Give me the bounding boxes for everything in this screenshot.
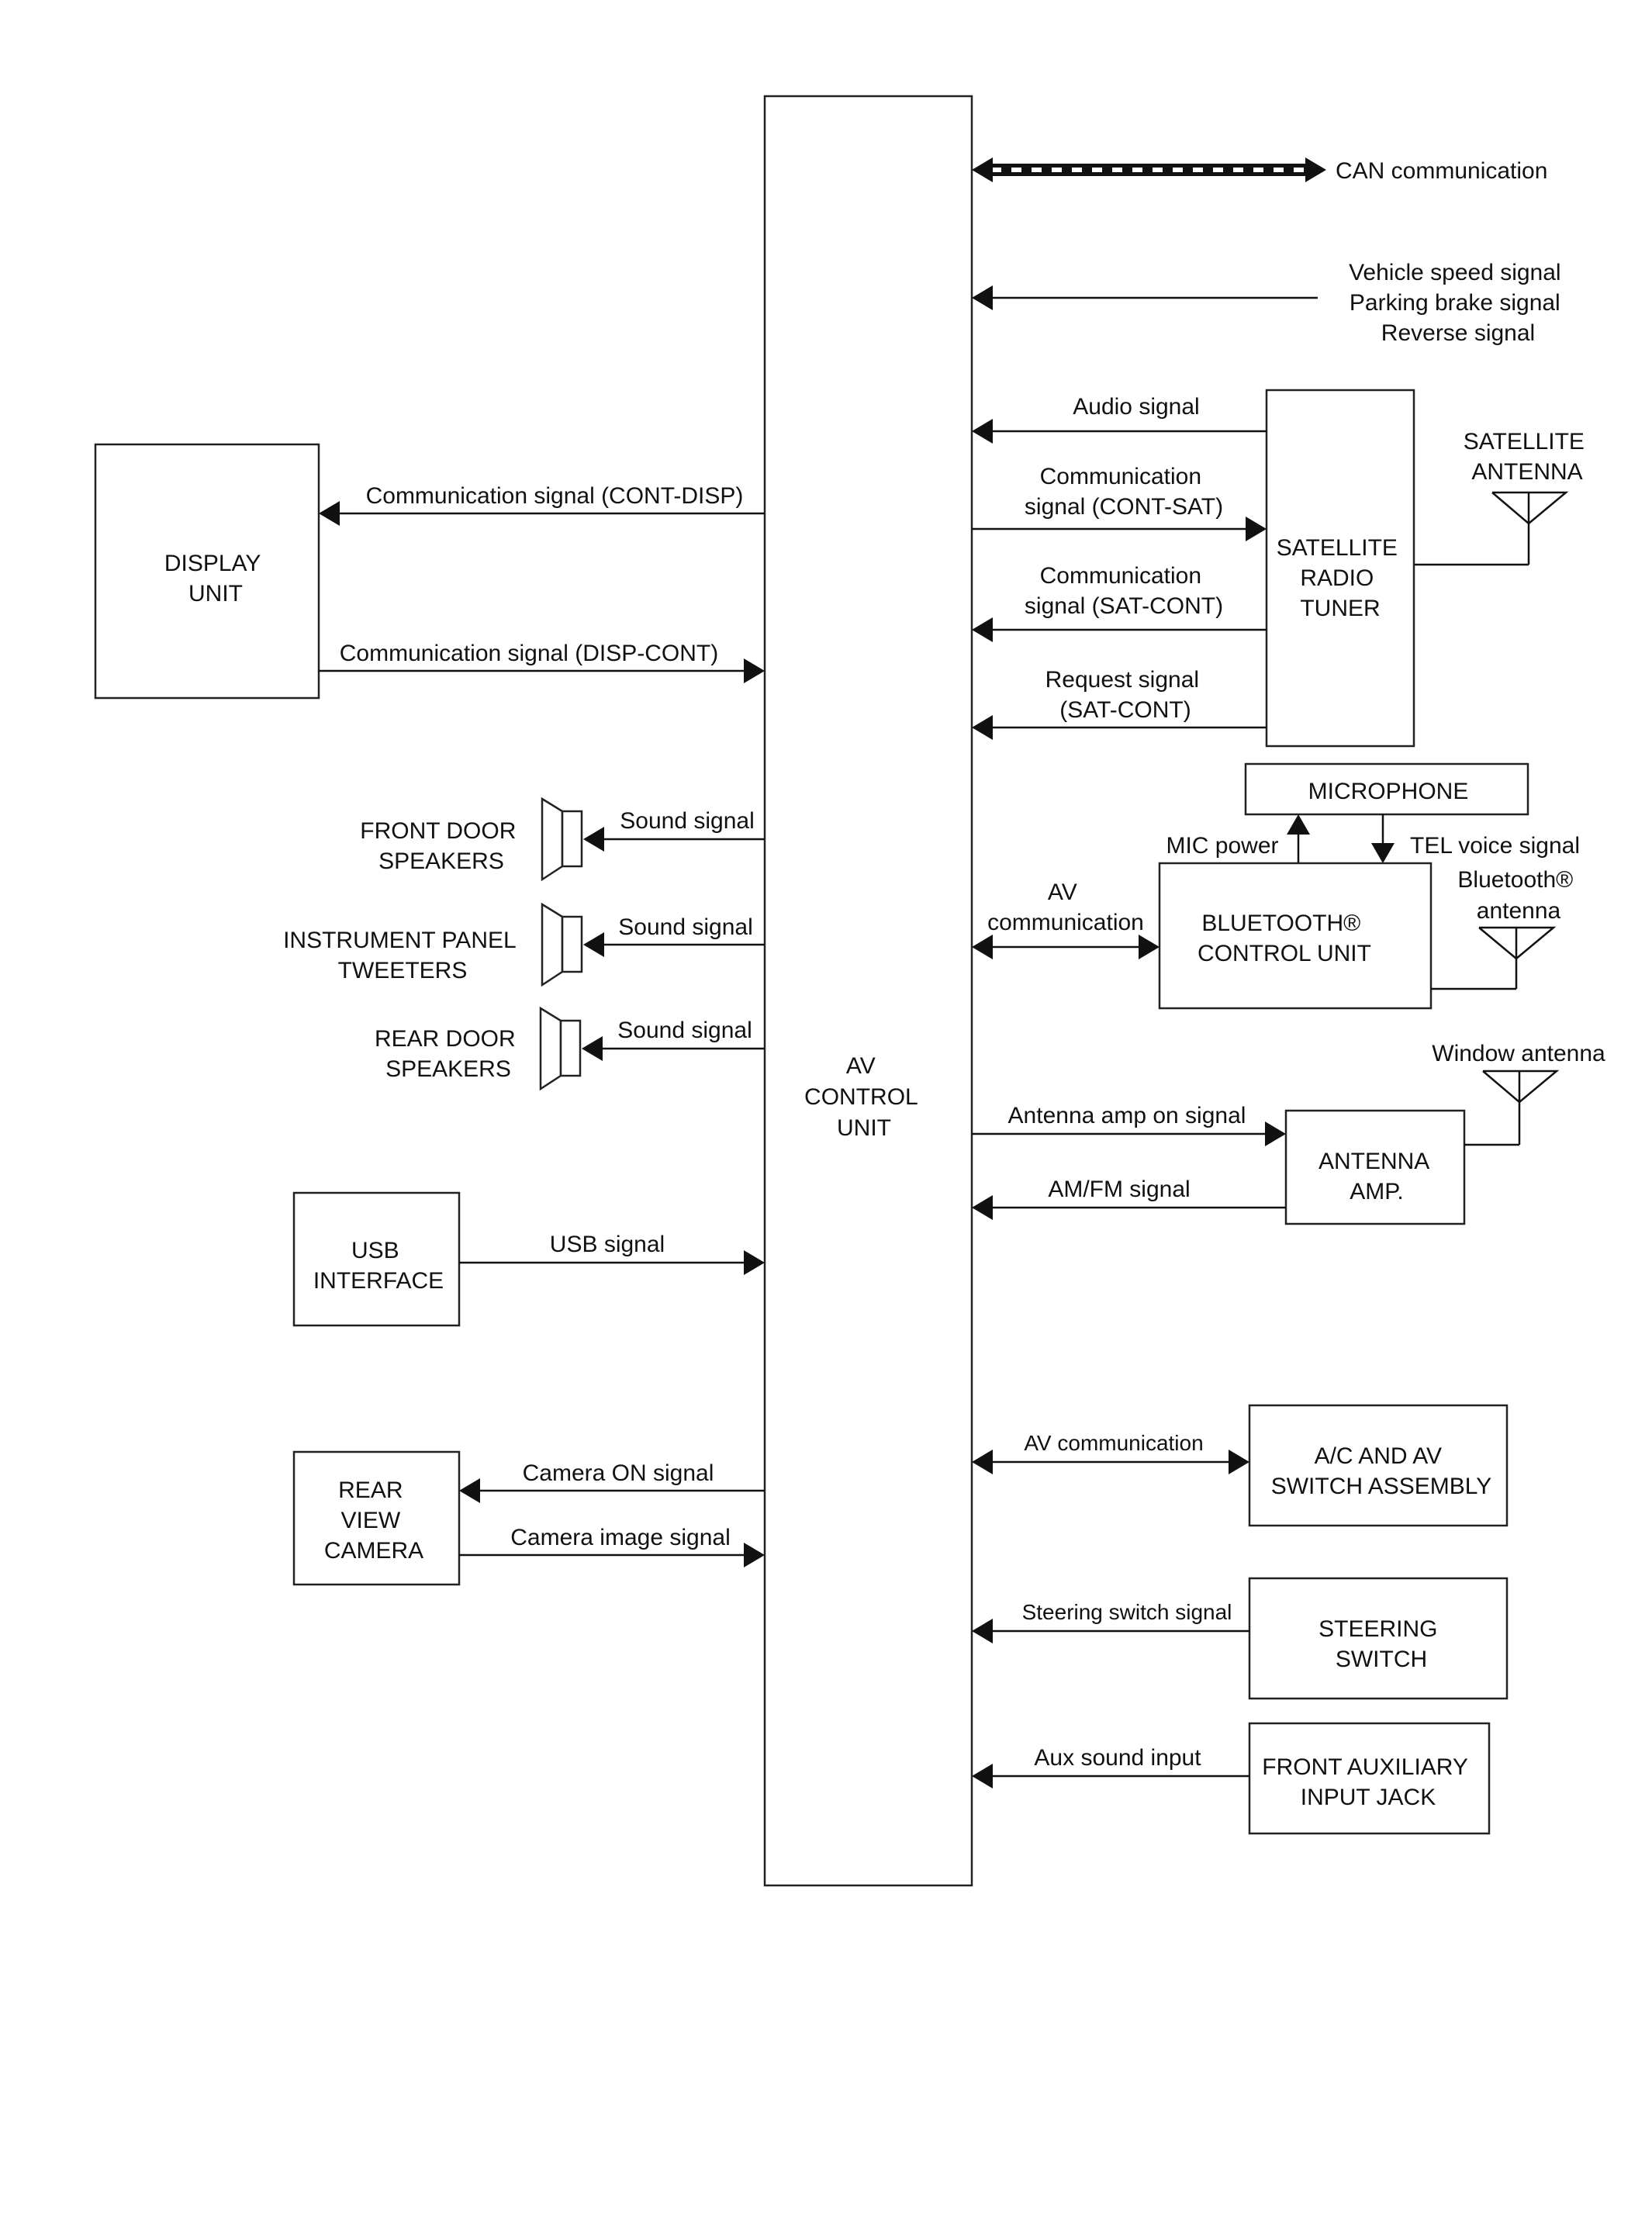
disp-cont-signal-line bbox=[319, 658, 765, 683]
rear-door-sound-signal-line bbox=[582, 1036, 765, 1061]
av-communication-bt-line bbox=[972, 935, 1160, 959]
aux-sound-input-line bbox=[972, 1764, 1249, 1788]
usb-interface-label: USB INTERFACE bbox=[313, 1238, 444, 1294]
vehicle-signals-label: Vehicle speed signal Parking brake signa… bbox=[1349, 260, 1567, 346]
audio-signal-label: Audio signal bbox=[1073, 394, 1199, 420]
cont-disp-signal-line bbox=[319, 501, 765, 526]
rear-door-sound-signal-label: Sound signal bbox=[617, 1018, 752, 1043]
cont-sat-signal-line bbox=[972, 517, 1267, 541]
front-door-sound-signal-label: Sound signal bbox=[620, 808, 754, 834]
window-antenna-label: Window antenna bbox=[1432, 1041, 1605, 1066]
steering-switch-signal-line bbox=[972, 1619, 1249, 1643]
request-signal-label: Request signal (SAT-CONT) bbox=[1045, 667, 1206, 723]
can-communication-label: CAN communication bbox=[1336, 158, 1547, 184]
rear-door-speakers-label: REAR DOOR SPEAKERS bbox=[375, 1026, 522, 1082]
mic-power-label: MIC power bbox=[1166, 833, 1278, 859]
rear-door-speaker-icon bbox=[539, 1006, 582, 1091]
camera-on-signal-line bbox=[459, 1478, 765, 1503]
usb-signal-label: USB signal bbox=[550, 1232, 665, 1257]
instrument-panel-tweeter-icon bbox=[541, 902, 583, 987]
tel-voice-line bbox=[1371, 814, 1395, 863]
ac-av-switch-assembly-box bbox=[1248, 1404, 1509, 1527]
display-unit-box bbox=[94, 443, 320, 700]
bluetooth-antenna-icon bbox=[1431, 926, 1557, 990]
satellite-radio-tuner-label: SATELLITE RADIO TUNER bbox=[1277, 535, 1405, 621]
camera-image-signal-line bbox=[459, 1543, 765, 1567]
disp-cont-signal-label: Communication signal (DISP-CONT) bbox=[340, 641, 718, 666]
display-unit-label: DISPLAY UNIT bbox=[164, 551, 267, 607]
antenna-amp-on-line bbox=[972, 1121, 1286, 1146]
aux-sound-input-label: Aux sound input bbox=[1034, 1745, 1201, 1771]
camera-image-signal-label: Camera image signal bbox=[510, 1525, 730, 1550]
bluetooth-control-unit-box bbox=[1158, 862, 1433, 1010]
rear-view-camera-box bbox=[292, 1450, 461, 1586]
antenna-amp-label: ANTENNA AMP. bbox=[1318, 1149, 1435, 1204]
av-communication-label: AV communication bbox=[1024, 1431, 1203, 1455]
steering-switch-label: STEERING SWITCH bbox=[1318, 1616, 1444, 1672]
front-door-speaker-icon bbox=[541, 797, 583, 882]
bluetooth-antenna-label: Bluetooth® antenna bbox=[1457, 867, 1579, 924]
av-communication-line bbox=[972, 1450, 1249, 1474]
ac-av-switch-assembly-label: A/C AND AV SWITCH ASSEMBLY bbox=[1271, 1443, 1492, 1499]
steering-switch-signal-label: Steering switch signal bbox=[1022, 1600, 1232, 1624]
am-fm-signal-line bbox=[972, 1195, 1286, 1220]
satellite-radio-tuner-box bbox=[1265, 389, 1415, 748]
steering-switch-box bbox=[1248, 1577, 1509, 1700]
request-signal-line bbox=[972, 715, 1267, 740]
sat-cont-signal-line bbox=[972, 617, 1267, 642]
front-auxiliary-input-jack-box bbox=[1248, 1722, 1491, 1835]
antenna-amp-box bbox=[1284, 1109, 1466, 1225]
front-door-speakers-label: FRONT DOOR SPEAKERS bbox=[360, 818, 522, 874]
av-control-unit-box bbox=[763, 95, 973, 1887]
am-fm-signal-label: AM/FM signal bbox=[1048, 1177, 1190, 1202]
usb-interface-box bbox=[292, 1191, 461, 1327]
usb-signal-line bbox=[459, 1250, 765, 1275]
tweeter-sound-signal-label: Sound signal bbox=[618, 914, 752, 940]
sat-cont-signal-label: Communication signal (SAT-CONT) bbox=[1025, 563, 1223, 619]
instrument-panel-tweeters-label: INSTRUMENT PANEL TWEETERS bbox=[283, 928, 522, 983]
av-communication-bt-label: AV communication bbox=[987, 880, 1144, 935]
window-antenna-icon bbox=[1464, 1070, 1560, 1146]
mic-power-line bbox=[1287, 814, 1310, 863]
cont-sat-signal-label: Communication signal (CONT-SAT) bbox=[1025, 464, 1223, 520]
av-control-unit-label: AV CONTROL UNIT bbox=[804, 1053, 924, 1141]
camera-on-signal-label: Camera ON signal bbox=[523, 1460, 714, 1486]
rear-view-camera-label: REAR VIEW CAMERA bbox=[324, 1477, 423, 1564]
front-door-sound-signal-line bbox=[583, 827, 765, 852]
satellite-antenna-icon bbox=[1414, 491, 1569, 566]
antenna-amp-on-label: Antenna amp on signal bbox=[1008, 1103, 1246, 1128]
cont-disp-signal-label: Communication signal (CONT-DISP) bbox=[366, 483, 744, 509]
tweeter-sound-signal-line bbox=[583, 932, 765, 957]
audio-signal-line bbox=[972, 419, 1267, 444]
tel-voice-label: TEL voice signal bbox=[1410, 833, 1580, 859]
front-auxiliary-input-jack-label: FRONT AUXILIARY INPUT JACK bbox=[1262, 1754, 1474, 1810]
bluetooth-control-unit-label: BLUETOOTH® CONTROL UNIT bbox=[1198, 911, 1371, 966]
microphone-label: MICROPHONE bbox=[1308, 779, 1469, 804]
satellite-antenna-label: SATELLITE ANTENNA bbox=[1464, 429, 1592, 485]
microphone-box bbox=[1244, 762, 1529, 816]
can-communication-link bbox=[972, 157, 1326, 182]
vehicle-signals-line bbox=[972, 285, 1318, 310]
